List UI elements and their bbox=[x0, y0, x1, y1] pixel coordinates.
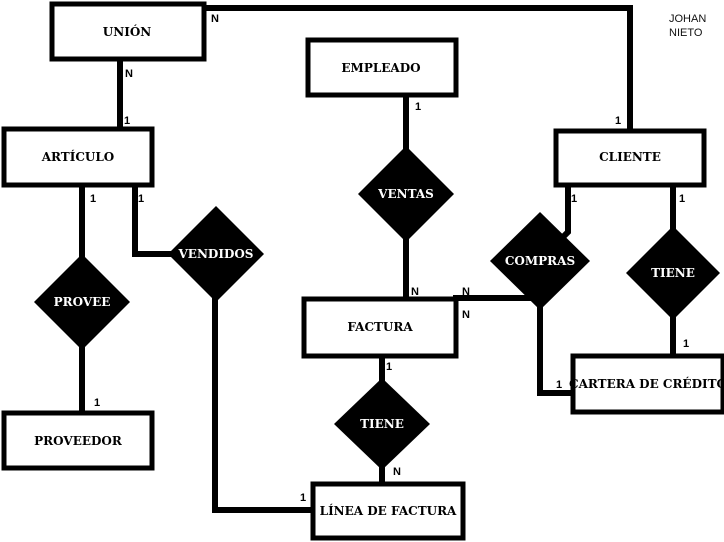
entity-factura-label: FACTURA bbox=[347, 320, 413, 334]
rel-provee-diamond[interactable] bbox=[34, 254, 130, 350]
rel-vendidos-diamond[interactable] bbox=[168, 206, 264, 302]
card-linea-tiene: N bbox=[393, 466, 401, 478]
entity-empleado-label: EMPLEADO bbox=[341, 61, 420, 75]
relationships bbox=[34, 146, 720, 470]
rel-tiene-factura-diamond[interactable] bbox=[334, 378, 430, 470]
entity-proveedor-box[interactable] bbox=[1, 410, 155, 471]
rel-ventas-diamond[interactable] bbox=[358, 146, 454, 242]
line-compras-cartera bbox=[537, 303, 575, 396]
card-empleado-ventas: 1 bbox=[415, 101, 421, 113]
entity-cliente-label: CLIENTE bbox=[599, 150, 661, 164]
relationship-labels: PROVEE VENDIDOS VENTAS COMPRAS TIENE TIE… bbox=[54, 187, 695, 431]
entity-factura-box[interactable] bbox=[301, 296, 459, 359]
entity-union-label: UNIÓN bbox=[103, 23, 152, 39]
rel-provee-label: PROVEE bbox=[54, 295, 111, 309]
card-compras-factura-top: N bbox=[462, 286, 470, 298]
entity-empleado-box[interactable] bbox=[305, 37, 459, 98]
rel-tiene-cliente-label: TIENE bbox=[651, 266, 695, 280]
entity-labels: UNIÓN ARTÍCULO EMPLEADO CLIENTE FACTURA … bbox=[34, 23, 724, 518]
card-compras-factura-side: N bbox=[462, 309, 470, 321]
card-cartera-tiene: 1 bbox=[683, 338, 689, 350]
author-credit: JOHAN NIETO bbox=[669, 13, 706, 39]
cardinality-labels: N N 1 1 1 1 1 1 N N N 1 1 1 1 1 N 1 bbox=[90, 13, 689, 504]
entity-linea-label: LÍNEA DE FACTURA bbox=[320, 503, 457, 518]
entity-linea-box[interactable] bbox=[310, 481, 466, 541]
rel-compras-diamond[interactable] bbox=[490, 212, 590, 310]
line-articulo-vendidos bbox=[132, 183, 171, 257]
entity-articulo-label: ARTÍCULO bbox=[41, 149, 115, 164]
author-line-1: JOHAN bbox=[669, 13, 706, 25]
card-articulo-vendidos: 1 bbox=[138, 193, 144, 205]
rel-ventas-label: VENTAS bbox=[377, 187, 434, 201]
card-cliente-tiene: 1 bbox=[679, 193, 685, 205]
card-union-articulo-n: N bbox=[125, 68, 133, 80]
card-proveedor-provee: 1 bbox=[94, 397, 100, 409]
entity-cartera-box[interactable] bbox=[570, 353, 724, 415]
card-ventas-factura: N bbox=[411, 286, 419, 298]
connectors bbox=[79, 5, 676, 513]
card-articulo-provee: 1 bbox=[90, 193, 96, 205]
entity-union-box[interactable] bbox=[49, 1, 207, 62]
line-cliente-compras bbox=[557, 183, 571, 243]
rel-compras-label: COMPRAS bbox=[505, 254, 575, 268]
line-vendidos-linea bbox=[212, 297, 315, 513]
card-cliente-compras: 1 bbox=[571, 193, 577, 205]
card-factura-tiene: 1 bbox=[386, 361, 392, 373]
line-union-cliente bbox=[202, 5, 633, 133]
rel-tiene-factura-label: TIENE bbox=[360, 417, 404, 431]
entity-cliente-box[interactable] bbox=[553, 128, 707, 188]
card-union-articulo-1: 1 bbox=[124, 115, 130, 127]
entity-articulo-box[interactable] bbox=[1, 126, 155, 188]
card-cliente-union: 1 bbox=[615, 115, 621, 127]
card-linea-vendidos: 1 bbox=[300, 492, 306, 504]
entity-cartera-label: CARTERA DE CRÉDITO bbox=[569, 376, 724, 391]
rel-vendidos-label: VENDIDOS bbox=[178, 247, 254, 261]
rel-tiene-cliente-diamond[interactable] bbox=[626, 226, 720, 320]
entity-proveedor-label: PROVEEDOR bbox=[34, 434, 123, 448]
author-line-2: NIETO bbox=[669, 27, 703, 39]
card-union-cliente: N bbox=[211, 13, 219, 25]
card-cartera-compras: 1 bbox=[556, 379, 562, 391]
